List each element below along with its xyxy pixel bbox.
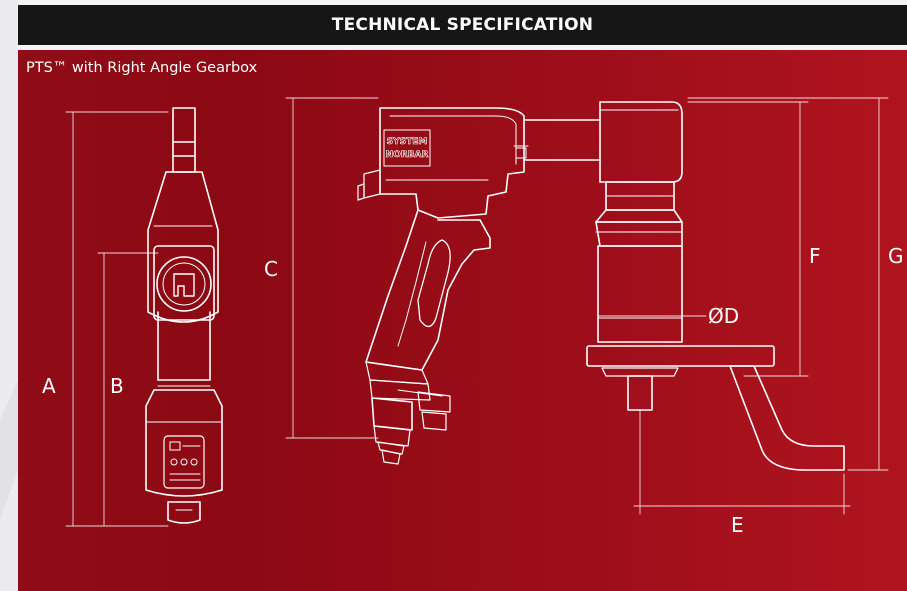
dimension-label-b: B (110, 374, 124, 398)
dimension-label-e: E (731, 513, 744, 537)
subtitle: PTS™ with Right Angle Gearbox (26, 60, 258, 76)
dimension-lines-side (285, 97, 889, 515)
dimension-label-c: C (264, 257, 278, 281)
dimension-lines-front (65, 111, 169, 527)
dimension-label-f: F (809, 244, 821, 268)
tool-brand-line1: SYSTEM (387, 137, 428, 147)
dimension-label-a: A (42, 374, 56, 398)
header-title: TECHNICAL SPECIFICATION (331, 15, 594, 35)
side-view-tool (357, 107, 601, 465)
header-bar: TECHNICAL SPECIFICATION (18, 5, 907, 45)
spec-panel: PTS™ with Right Angle Gearbox (18, 50, 907, 591)
dimension-label-d: ØD (708, 304, 739, 328)
tool-diagram: SYSTEM NORBAR A B C ØD E F G (42, 97, 904, 537)
front-view-tool (145, 107, 223, 524)
gearbox-assembly (586, 101, 845, 471)
dimension-label-g: G (888, 244, 904, 268)
tool-brand-line2: NORBAR (386, 150, 429, 160)
